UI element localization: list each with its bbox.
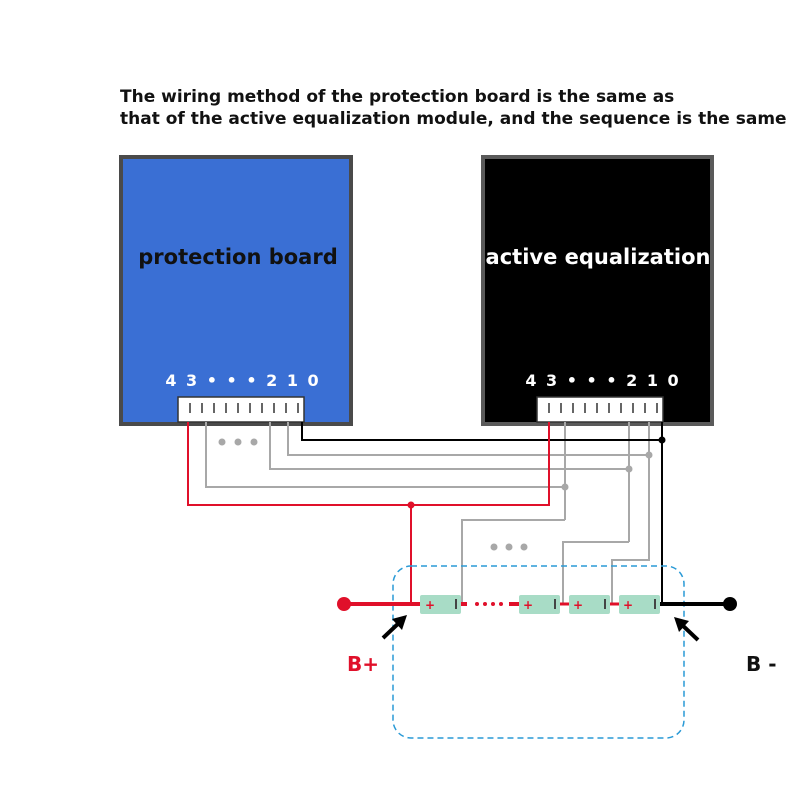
- title-line-2: that of the active equalization module, …: [120, 109, 787, 129]
- active-equalization-board: [481, 155, 714, 426]
- black-wire: [301, 422, 663, 604]
- title-line-1: The wiring method of the protection boar…: [120, 87, 674, 107]
- battery-cell-4: +: [619, 595, 660, 614]
- arrow-negative-icon: [674, 617, 700, 642]
- red-wire: [187, 422, 550, 604]
- black-wire-junction: [658, 436, 666, 444]
- active-equalization-label: active equalization: [486, 245, 711, 269]
- svg-text:+: +: [523, 598, 533, 612]
- svg-text:+: +: [573, 598, 583, 612]
- svg-text:+: +: [425, 598, 435, 612]
- arrow-positive-icon: [381, 615, 407, 640]
- series-dots: [461, 602, 521, 606]
- ellipsis-dots-lower: [490, 543, 528, 551]
- positive-terminal: [337, 597, 351, 611]
- protection-board-connector: [177, 396, 305, 423]
- active-equalization-pins: 4 3 • • • 2 1 0: [525, 371, 680, 390]
- positive-terminal-label: B+: [347, 652, 379, 676]
- svg-text:+: +: [623, 598, 633, 612]
- battery-pack-outline: [392, 565, 685, 739]
- negative-terminal-label: B -: [746, 652, 777, 676]
- battery-cell-1: +: [420, 595, 461, 614]
- negative-terminal: [723, 597, 737, 611]
- protection-board-label: protection board: [138, 245, 338, 269]
- active-equalization-connector: [536, 396, 664, 423]
- gray-wires: [205, 422, 650, 604]
- protection-board: [119, 155, 353, 426]
- battery-cell-2: +: [519, 595, 560, 614]
- ellipsis-dots-upper: [218, 438, 258, 446]
- gray-wire-junctions: [561, 451, 653, 491]
- protection-board-pins: 4 3 • • • 2 1 0: [165, 371, 320, 390]
- red-wire-junction: [407, 501, 415, 509]
- battery-cell-3: +: [569, 595, 610, 614]
